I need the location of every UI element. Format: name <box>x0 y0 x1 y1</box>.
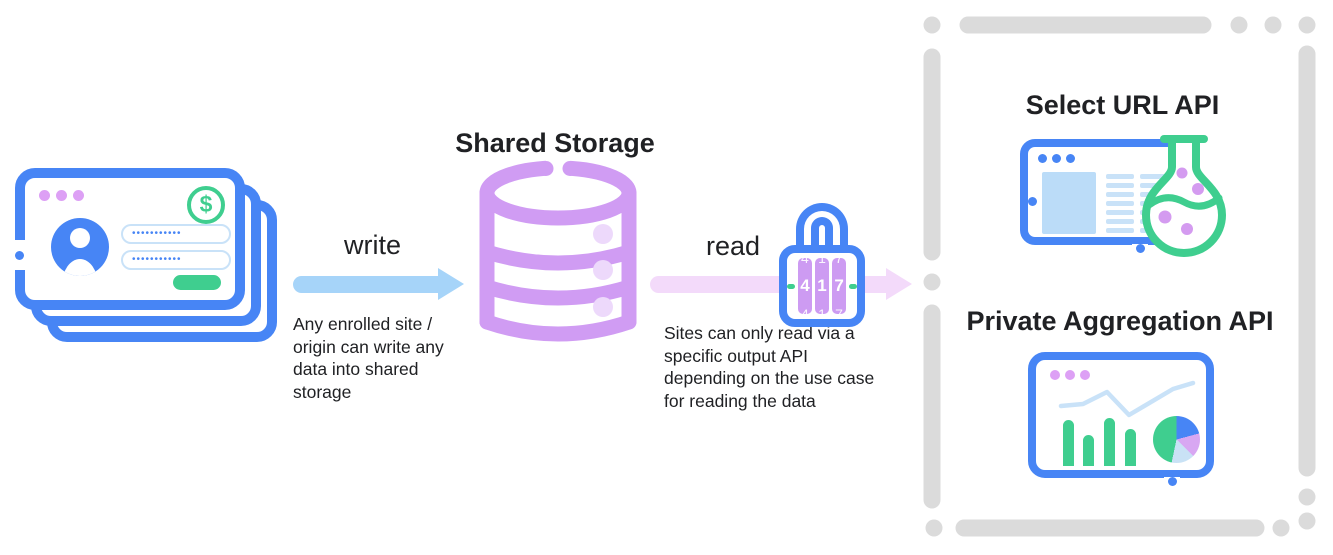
private-aggregation-api-icon <box>1028 352 1218 486</box>
lock-dial-3: 7 7 7 <box>832 258 847 314</box>
lock-dash-left <box>787 283 795 289</box>
submit-button-shape <box>173 275 221 290</box>
window-controls-dots <box>39 190 84 201</box>
window-controls-dots <box>1050 370 1090 380</box>
browser-windows-stack-icon: $ ••••••••••• ••••••••••• <box>15 168 277 346</box>
window-controls-dots <box>1038 154 1075 163</box>
border-dot-accent <box>15 251 24 260</box>
lock-dial-1: 4 4 4 <box>797 258 812 314</box>
database-icon <box>479 160 637 342</box>
lock-body: 4 4 4 1 1 1 7 7 7 <box>779 245 865 327</box>
write-arrow-icon <box>293 276 439 293</box>
line-chart-icon <box>1058 380 1196 418</box>
select-url-api-title: Select URL API <box>1025 90 1220 120</box>
read-label: read <box>705 231 761 261</box>
content-pane <box>1042 172 1096 234</box>
dashboard-window-icon <box>1028 352 1214 486</box>
border-dot-accent <box>1028 197 1037 206</box>
password-field: ••••••••••• <box>121 224 231 244</box>
read-arrow-head-icon <box>886 268 912 300</box>
bar-chart-icon <box>1063 420 1074 466</box>
browser-window-front: $ ••••••••••• ••••••••••• <box>15 168 245 310</box>
shared-storage-title: Shared Storage <box>455 128 655 158</box>
lock-dial-2: 1 1 1 <box>814 258 830 314</box>
read-caption: Sites can only read via a specific outpu… <box>664 323 875 411</box>
private-aggregation-api-title: Private Aggregation API <box>966 306 1274 336</box>
flask-icon <box>1142 135 1226 257</box>
write-label: write <box>343 230 401 260</box>
pie-chart-icon <box>1153 416 1200 463</box>
text-lines <box>1106 174 1134 233</box>
lock-shackle <box>796 203 848 253</box>
dollar-badge-icon: $ <box>187 186 225 224</box>
border-dot-accent <box>1168 477 1177 486</box>
select-url-api-icon <box>1020 135 1232 265</box>
lock-dash-right <box>849 283 857 289</box>
write-caption: Any enrolled site / origin can write any… <box>293 314 444 402</box>
password-field: ••••••••••• <box>121 250 231 270</box>
combination-lock-icon: 4 4 4 1 1 1 7 7 7 <box>779 203 865 327</box>
write-arrow-head-icon <box>438 268 464 300</box>
border-dot-accent <box>1136 244 1145 253</box>
user-avatar-icon <box>51 218 109 276</box>
